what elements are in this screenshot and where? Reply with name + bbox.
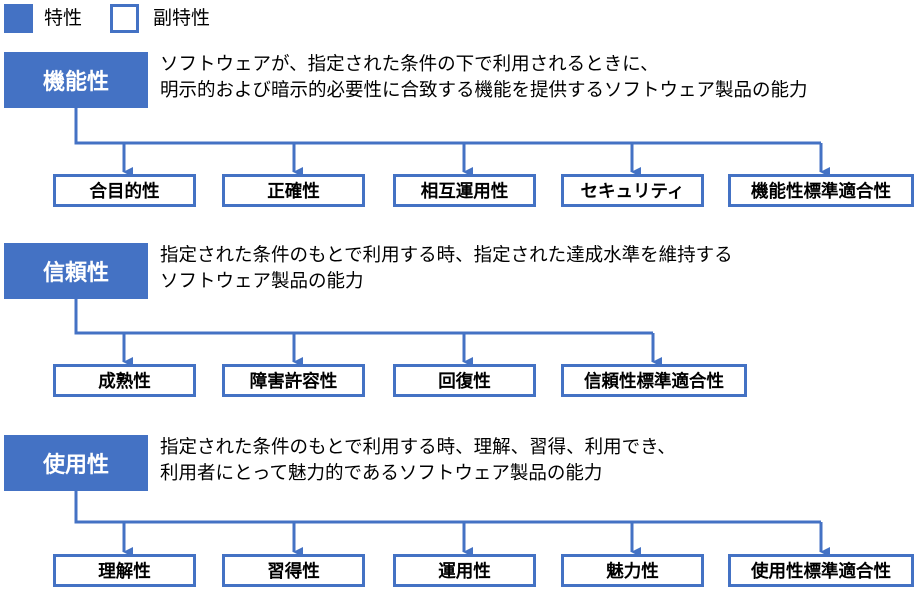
subcharacteristic-box: 信頼性標準適合性: [561, 364, 747, 397]
subcharacteristic-box: 理解性: [53, 554, 196, 587]
characteristic-box: 使用性: [4, 435, 148, 491]
subcharacteristic-box: 障害許容性: [222, 364, 365, 397]
subcharacteristic-box: 魅力性: [561, 554, 704, 587]
subcharacteristic-box: 相互運用性: [393, 174, 536, 207]
characteristic-box: 信頼性: [4, 243, 148, 299]
subcharacteristic-box: 合目的性: [53, 174, 196, 207]
subcharacteristic-box: 運用性: [393, 554, 536, 587]
subcharacteristic-box: 機能性標準適合性: [728, 174, 914, 207]
description-line: 指定された条件のもとで利用する時、理解、習得、利用でき、: [160, 437, 676, 458]
description-line: ソフトウェアが、指定された条件の下で利用されるときに、: [160, 54, 659, 75]
characteristic-description: 指定された条件のもとで利用する時、指定された達成水準を維持する ソフトウェア製品…: [160, 243, 733, 295]
subcharacteristic-legend-label: 副特性: [153, 7, 211, 29]
characteristic-swatch: [4, 4, 33, 33]
description-line: 利用者にとって魅力的であるソフトウェア製品の能力: [160, 463, 603, 484]
description-line: 指定された条件のもとで利用する時、指定された達成水準を維持する: [160, 245, 733, 266]
characteristic-box: 機能性: [4, 52, 148, 108]
subcharacteristic-swatch: [110, 4, 139, 33]
subcharacteristic-box: 正確性: [222, 174, 365, 207]
description-line: 明示的および暗示的必要性に合致する機能を提供するソフトウェア製品の能力: [160, 80, 808, 101]
characteristic-description: 指定された条件のもとで利用する時、理解、習得、利用でき、 利用者にとって魅力的で…: [160, 435, 676, 487]
characteristic-legend-label: 特性: [44, 7, 83, 29]
subcharacteristic-box: セキュリティ: [561, 174, 704, 207]
subcharacteristic-box: 使用性標準適合性: [728, 554, 914, 587]
characteristic-description: ソフトウェアが、指定された条件の下で利用されるときに、 明示的および暗示的必要性…: [160, 52, 808, 104]
subcharacteristic-box: 回復性: [393, 364, 536, 397]
subcharacteristic-box: 習得性: [222, 554, 365, 587]
subcharacteristic-box: 成熟性: [53, 364, 196, 397]
description-line: ソフトウェア製品の能力: [160, 271, 364, 292]
